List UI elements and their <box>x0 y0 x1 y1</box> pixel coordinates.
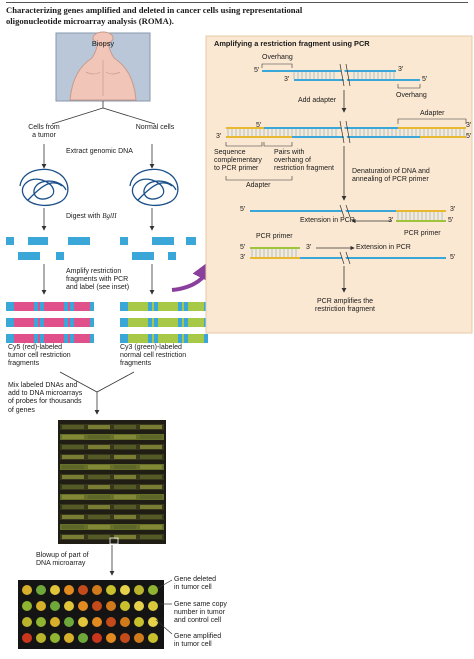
overhang-bottom-label: Overhang <box>396 92 427 99</box>
gene-amplified-line-2: in tumor cell <box>174 641 212 649</box>
caption-line-1: Characterizing genes amplified and delet… <box>6 5 303 15</box>
digest-label: Digest with BglII <box>66 212 156 221</box>
denature-line-1: Denaturation of DNA and <box>352 168 430 175</box>
strand6-5prime: 5′ <box>450 254 456 261</box>
add-adapter-label: Add adapter <box>298 97 337 104</box>
pairs-with-line-3: restriction fragment <box>274 165 334 173</box>
blowup-line-2: DNA microarray <box>36 560 86 568</box>
microarray-blowup <box>18 580 164 649</box>
strand4-5prime: 5′ <box>466 133 472 140</box>
adapter-bottom-label: Adapter <box>246 182 271 189</box>
seq-comp-label: Sequence complementary to PCR primer <box>214 149 274 174</box>
strand3-5prime: 5′ <box>256 122 262 129</box>
gene-amplified-line-1: Gene amplified <box>174 633 222 640</box>
dna-microarray <box>58 420 166 545</box>
amplifies-line-1: PCR amplifies the <box>316 298 374 305</box>
caption-line-2: oligonucleotide microarray analysis (ROM… <box>6 15 174 26</box>
amplify-label: Amplify restriction fragments with PCR a… <box>66 268 166 293</box>
mix-line-2: add to DNA microarrays <box>8 390 83 398</box>
normal-cells-label: Normal cells <box>135 124 175 131</box>
pairs-with-label: Pairs with overhang of restriction fragm… <box>274 149 344 174</box>
cy3-line-2: normal cell restriction <box>120 352 187 360</box>
denature-label: Denaturation of DNA and annealing of PCR… <box>352 168 462 184</box>
fragment-with-overhang <box>261 63 421 89</box>
denature-line-2: annealing of PCR primer <box>352 176 429 184</box>
strand4-3prime: 3′ <box>216 133 222 140</box>
seq-comp-line-3: to PCR primer <box>214 165 259 173</box>
amplify-line-3: and label (see inset) <box>66 284 130 292</box>
extract-label: Extract genomic DNA <box>66 148 133 155</box>
amplifies-line-2: restriction fragment <box>315 306 375 314</box>
denatured-strand-bottom <box>250 245 446 265</box>
digest-enzyme: BglII <box>102 212 117 220</box>
mix-line-3: of probes for thousands <box>8 398 82 406</box>
figure-caption: Characterizing genes amplified and delet… <box>6 2 468 26</box>
strand3-3prime: 3′ <box>466 122 472 129</box>
primer1-5prime: 5′ <box>448 217 454 224</box>
tumor-fragments <box>6 237 90 260</box>
pairs-with-line-2: overhang of <box>274 157 311 165</box>
mix-line-4: of genes <box>8 406 35 414</box>
cy5-line-2: tumor cell restriction <box>8 352 71 360</box>
gene-amplified-label: Gene amplified in tumor cell <box>174 633 254 649</box>
ext2-label: Extension in PCR <box>356 244 411 251</box>
biopsy-label: Biopsy <box>91 39 115 48</box>
strand6-3prime: 3′ <box>240 254 246 261</box>
cy5-line-1: Cy5 (red)-labeled <box>8 344 63 351</box>
gene-deleted-line-2: in tumor cell <box>174 584 212 592</box>
cy3-line-1: Cy3 (green)-labeled <box>120 344 182 351</box>
primer2-5prime: 5′ <box>240 244 246 251</box>
primer2-3prime: 3′ <box>306 244 312 251</box>
denatured-strand-top <box>250 204 446 224</box>
strand1-3prime: 3′ <box>398 66 404 73</box>
gene-same-line-1: Gene same copy <box>174 601 227 608</box>
mix-label: Mix labeled DNAs and add to DNA microarr… <box>8 382 104 415</box>
cy5-line-3: fragments <box>8 360 40 368</box>
pcr-primer-left-label: PCR primer <box>256 233 293 240</box>
strand2-5prime: 5′ <box>422 76 428 83</box>
cy3-labeled-fragments <box>120 302 208 343</box>
cy5-label: Cy5 (red)-labeled tumor cell restriction… <box>8 344 108 369</box>
fragment-with-adapters <box>225 118 467 181</box>
gene-deleted-line-1: Gene deleted <box>174 576 217 583</box>
adapter-top-label: Adapter <box>420 110 445 117</box>
tumor-cells-line-2: a tumor <box>32 132 56 140</box>
cy5-labeled-fragments <box>6 302 94 343</box>
amplify-line-1: Amplify restriction <box>66 268 122 275</box>
primer1-3prime: 3′ <box>388 217 394 224</box>
strand2-3prime: 3′ <box>284 76 290 83</box>
cy3-line-3: fragments <box>120 360 152 368</box>
amplify-line-2: fragments with PCR <box>66 276 129 284</box>
normal-dna-tangle <box>129 168 179 207</box>
normal-fragments <box>120 237 196 260</box>
gene-same-line-3: and control cell <box>174 617 222 625</box>
gene-deleted-label: Gene deleted in tumor cell <box>174 576 254 592</box>
overhang-top-label: Overhang <box>262 54 293 61</box>
mix-line-1: Mix labeled DNAs and <box>8 382 78 389</box>
strand1-5prime: 5′ <box>254 67 260 74</box>
tumor-dna-tangle <box>19 168 69 207</box>
strand5-3prime: 3′ <box>450 206 456 213</box>
seq-comp-line-2: complementary <box>214 157 262 165</box>
pcr-primer-right-label: PCR primer <box>404 230 441 237</box>
blowup-label: Blowup of part of DNA microarray <box>36 552 116 568</box>
blowup-line-1: Blowup of part of <box>36 552 89 559</box>
ext1-label: Extension in PCR <box>300 217 355 224</box>
seq-comp-line-1: Sequence <box>214 149 246 156</box>
inset-title: Amplifying a restriction fragment using … <box>214 39 370 48</box>
amplifies-label: PCR amplifies the restriction fragment <box>300 298 390 314</box>
digest-prefix: Digest with <box>66 213 103 220</box>
pairs-with-line-1: Pairs with <box>274 149 305 156</box>
inset-panel <box>205 35 473 334</box>
strand5-5prime: 5′ <box>240 206 246 213</box>
tumor-cells-label: Cells from a tumor <box>14 124 74 140</box>
tumor-cells-line-1: Cells from <box>28 124 60 131</box>
gene-same-label: Gene same copy number in tumor and contr… <box>174 601 254 626</box>
gene-same-line-2: number in tumor <box>174 609 225 617</box>
cy3-label: Cy3 (green)-labeled normal cell restrict… <box>120 344 220 369</box>
